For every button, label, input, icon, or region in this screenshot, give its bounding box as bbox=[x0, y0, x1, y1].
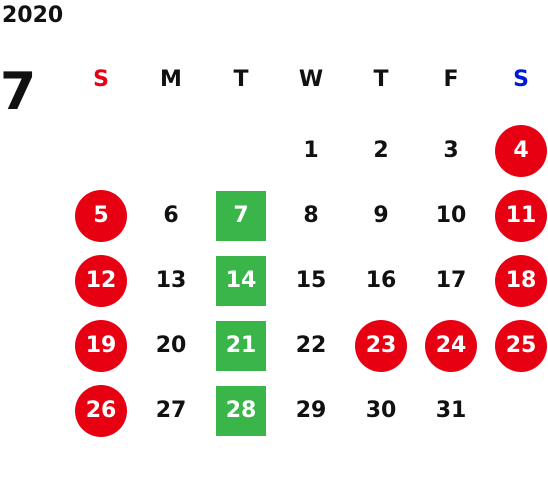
day-cell: 23 bbox=[346, 313, 416, 378]
day-27: 27 bbox=[155, 397, 187, 423]
weekday-sunday: S bbox=[93, 67, 109, 92]
day-cell: 13 bbox=[136, 248, 206, 313]
day-20: 20 bbox=[155, 332, 187, 358]
highlighted-day-14: 14 bbox=[216, 255, 266, 306]
holiday-day-23: 23 bbox=[355, 319, 407, 372]
highlighted-day-28: 28 bbox=[216, 385, 266, 436]
day-cell: 14 bbox=[206, 248, 276, 313]
day-15: 15 bbox=[295, 267, 327, 293]
holiday-day-24: 24 bbox=[425, 319, 477, 372]
weekday-thursday: T bbox=[373, 67, 389, 92]
highlighted-day-21: 21 bbox=[216, 320, 266, 371]
weekday-tuesday: T bbox=[233, 67, 249, 92]
day-6: 6 bbox=[163, 202, 179, 228]
day-cell: 18 bbox=[486, 248, 548, 313]
year-label: 2020 bbox=[2, 3, 64, 28]
holiday-day-11: 11 bbox=[495, 189, 547, 242]
day-cell: 22 bbox=[276, 313, 346, 378]
holiday-day-12: 12 bbox=[75, 254, 127, 307]
day-cell: 21 bbox=[206, 313, 276, 378]
day-cell: 3 bbox=[416, 118, 486, 183]
day-cell: 19 bbox=[66, 313, 136, 378]
day-cell: 4 bbox=[486, 118, 548, 183]
day-16: 16 bbox=[365, 267, 397, 293]
day-cell: 30 bbox=[346, 378, 416, 443]
holiday-day-25: 25 bbox=[495, 319, 547, 372]
day-cell bbox=[206, 118, 276, 183]
day-9: 9 bbox=[373, 202, 389, 228]
day-cell: 24 bbox=[416, 313, 486, 378]
day-cell: 20 bbox=[136, 313, 206, 378]
day-cell: 31 bbox=[416, 378, 486, 443]
day-3: 3 bbox=[443, 137, 459, 163]
day-cell bbox=[66, 118, 136, 183]
day-cell: 15 bbox=[276, 248, 346, 313]
day-cell: 7 bbox=[206, 183, 276, 248]
day-cell: 6 bbox=[136, 183, 206, 248]
holiday-day-18: 18 bbox=[495, 254, 547, 307]
day-1: 1 bbox=[303, 137, 319, 163]
day-cell: 16 bbox=[346, 248, 416, 313]
day-31: 31 bbox=[435, 397, 467, 423]
day-cell: 9 bbox=[346, 183, 416, 248]
weekday-friday: F bbox=[443, 67, 459, 92]
day-13: 13 bbox=[155, 267, 187, 293]
day-29: 29 bbox=[295, 397, 327, 423]
highlighted-day-7: 7 bbox=[216, 190, 266, 241]
day-cell: 26 bbox=[66, 378, 136, 443]
holiday-day-26: 26 bbox=[75, 384, 127, 437]
day-cell: 5 bbox=[66, 183, 136, 248]
day-30: 30 bbox=[365, 397, 397, 423]
day-cell bbox=[486, 378, 548, 443]
weekday-monday: M bbox=[160, 67, 182, 92]
day-cell: 8 bbox=[276, 183, 346, 248]
holiday-day-5: 5 bbox=[75, 189, 127, 242]
day-cell bbox=[136, 118, 206, 183]
day-cell: 27 bbox=[136, 378, 206, 443]
holiday-day-4: 4 bbox=[495, 124, 547, 177]
day-cell: 25 bbox=[486, 313, 548, 378]
day-10: 10 bbox=[435, 202, 467, 228]
day-cell: 28 bbox=[206, 378, 276, 443]
day-cell: 29 bbox=[276, 378, 346, 443]
day-22: 22 bbox=[295, 332, 327, 358]
day-cell: 17 bbox=[416, 248, 486, 313]
day-cell: 1 bbox=[276, 118, 346, 183]
weekday-wednesday: W bbox=[298, 67, 324, 92]
day-cell: 2 bbox=[346, 118, 416, 183]
day-8: 8 bbox=[303, 202, 319, 228]
day-17: 17 bbox=[435, 267, 467, 293]
day-cell: 11 bbox=[486, 183, 548, 248]
day-2: 2 bbox=[373, 137, 389, 163]
month-label: 7 bbox=[0, 62, 37, 122]
holiday-day-19: 19 bbox=[75, 319, 127, 372]
day-cell: 10 bbox=[416, 183, 486, 248]
day-cell: 12 bbox=[66, 248, 136, 313]
weekday-saturday: S bbox=[513, 67, 529, 92]
